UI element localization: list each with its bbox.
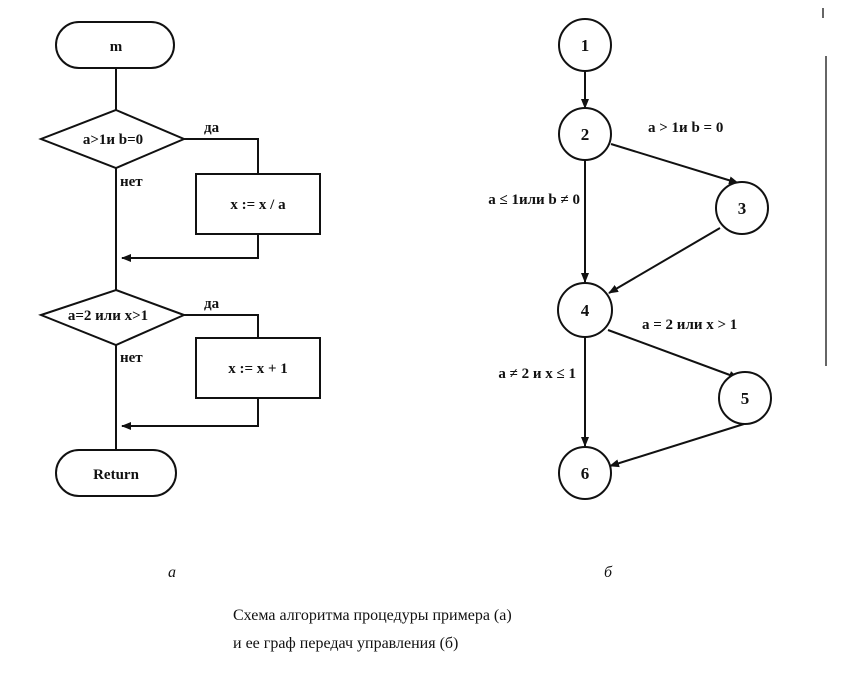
edge-4-6-label: a ≠ 2 и x ≤ 1 [498, 366, 576, 382]
node-5 [718, 371, 772, 425]
start-label: m [110, 39, 123, 55]
decision-2-label: a=2 или x>1 [68, 308, 148, 324]
sublabel-a: a [168, 564, 176, 581]
node-5-label: 5 [741, 389, 750, 408]
node-3-label: 3 [738, 199, 747, 218]
caption-line-2: и ее граф передач управления (б) [233, 635, 458, 652]
node-1-label: 1 [581, 36, 590, 55]
flowchart-labels: m a>1и b=0 да нет x := x / a a=2 или x>1… [68, 39, 288, 483]
node-1 [558, 18, 612, 72]
flowchart [38, 21, 321, 497]
yes-label-1: да [204, 120, 220, 136]
yes-label-2: да [204, 296, 220, 312]
no-label-1: нет [120, 174, 143, 190]
end-terminator [55, 449, 177, 497]
node-3 [715, 181, 769, 235]
graph-edges [581, 71, 745, 468]
node-2 [558, 107, 612, 161]
edge-2-4-label: a ≤ 1или b ≠ 0 [488, 192, 580, 208]
node-6 [558, 446, 612, 500]
edge-5-6 [609, 423, 745, 468]
process-1-label: x := x / a [230, 197, 286, 213]
edge-4-5 [607, 329, 739, 379]
node-6-label: 6 [581, 464, 590, 483]
process-2-label: x := x + 1 [228, 361, 288, 377]
edge-4-5-label: a = 2 или x > 1 [642, 317, 737, 333]
end-label: Return [93, 467, 139, 483]
edge-3-4 [608, 227, 721, 294]
node-4-label: 4 [581, 301, 590, 320]
sublabel-b: б [604, 564, 613, 581]
decision-1-label: a>1и b=0 [83, 132, 143, 148]
node-4 [557, 282, 613, 338]
edge-2-3-label: a > 1и b = 0 [648, 120, 723, 136]
no-label-2: нет [120, 350, 143, 366]
caption-line-1: Схема алгоритма процедуры примера (а) [233, 607, 512, 624]
edge-2-3 [610, 143, 739, 185]
graph-nodes [557, 18, 772, 500]
node-2-label: 2 [581, 125, 590, 144]
graph-labels: 1 2 3 4 5 6 a > 1и b = 0 a ≤ 1или b ≠ 0 … [488, 36, 749, 483]
